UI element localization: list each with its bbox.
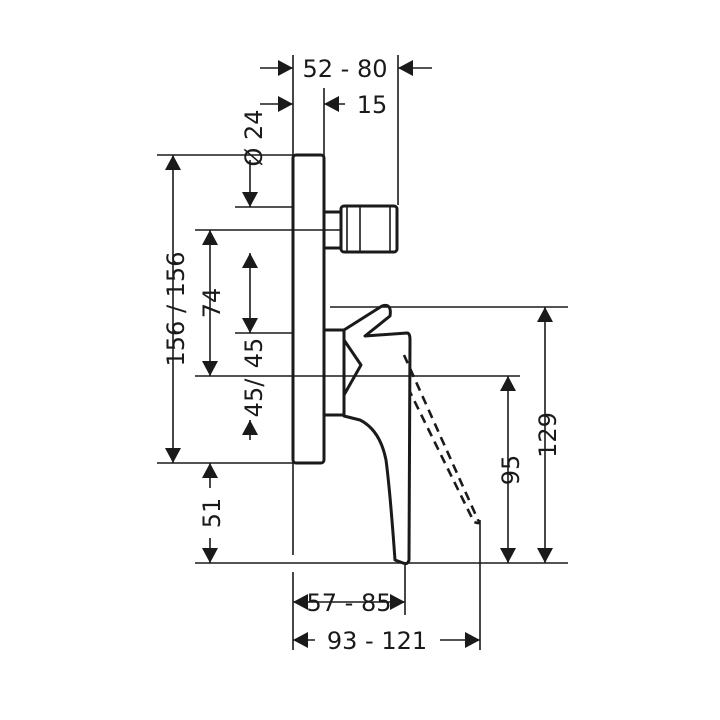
dim-label-spout-to-center: 45 <box>240 338 268 369</box>
extension-lines <box>157 55 568 650</box>
dim-label-floor-offset: 51 <box>198 498 226 529</box>
dim-label-center-to-plate-bottom: 45/ <box>240 378 268 418</box>
dim-label-diameter: Ø 24 <box>240 109 268 166</box>
dim-label-top-width: 52 - 80 <box>303 55 388 83</box>
lever-open-position <box>402 354 481 525</box>
dim-label-center-height: 95 <box>497 455 525 486</box>
dimension-labels: 52 - 80 15 Ø 24 156 / 156 74 45 45/ 51 5… <box>162 55 562 655</box>
cover-plate <box>291 153 326 465</box>
dimension-lines <box>165 60 553 648</box>
dim-label-handle-depth: 57 - 85 <box>307 589 392 617</box>
lever-handle <box>342 304 412 566</box>
dim-label-top-offset: 15 <box>357 91 388 119</box>
dim-label-spout-to-handle: 74 <box>198 288 226 319</box>
spout-body <box>339 204 399 254</box>
dim-label-plate-height: 156 / 156 <box>162 252 190 367</box>
dim-label-lever-reach: 93 - 121 <box>327 627 427 655</box>
mixer-body <box>291 153 481 566</box>
handle-base <box>322 328 346 417</box>
dim-label-lever-height: 129 <box>534 412 562 458</box>
